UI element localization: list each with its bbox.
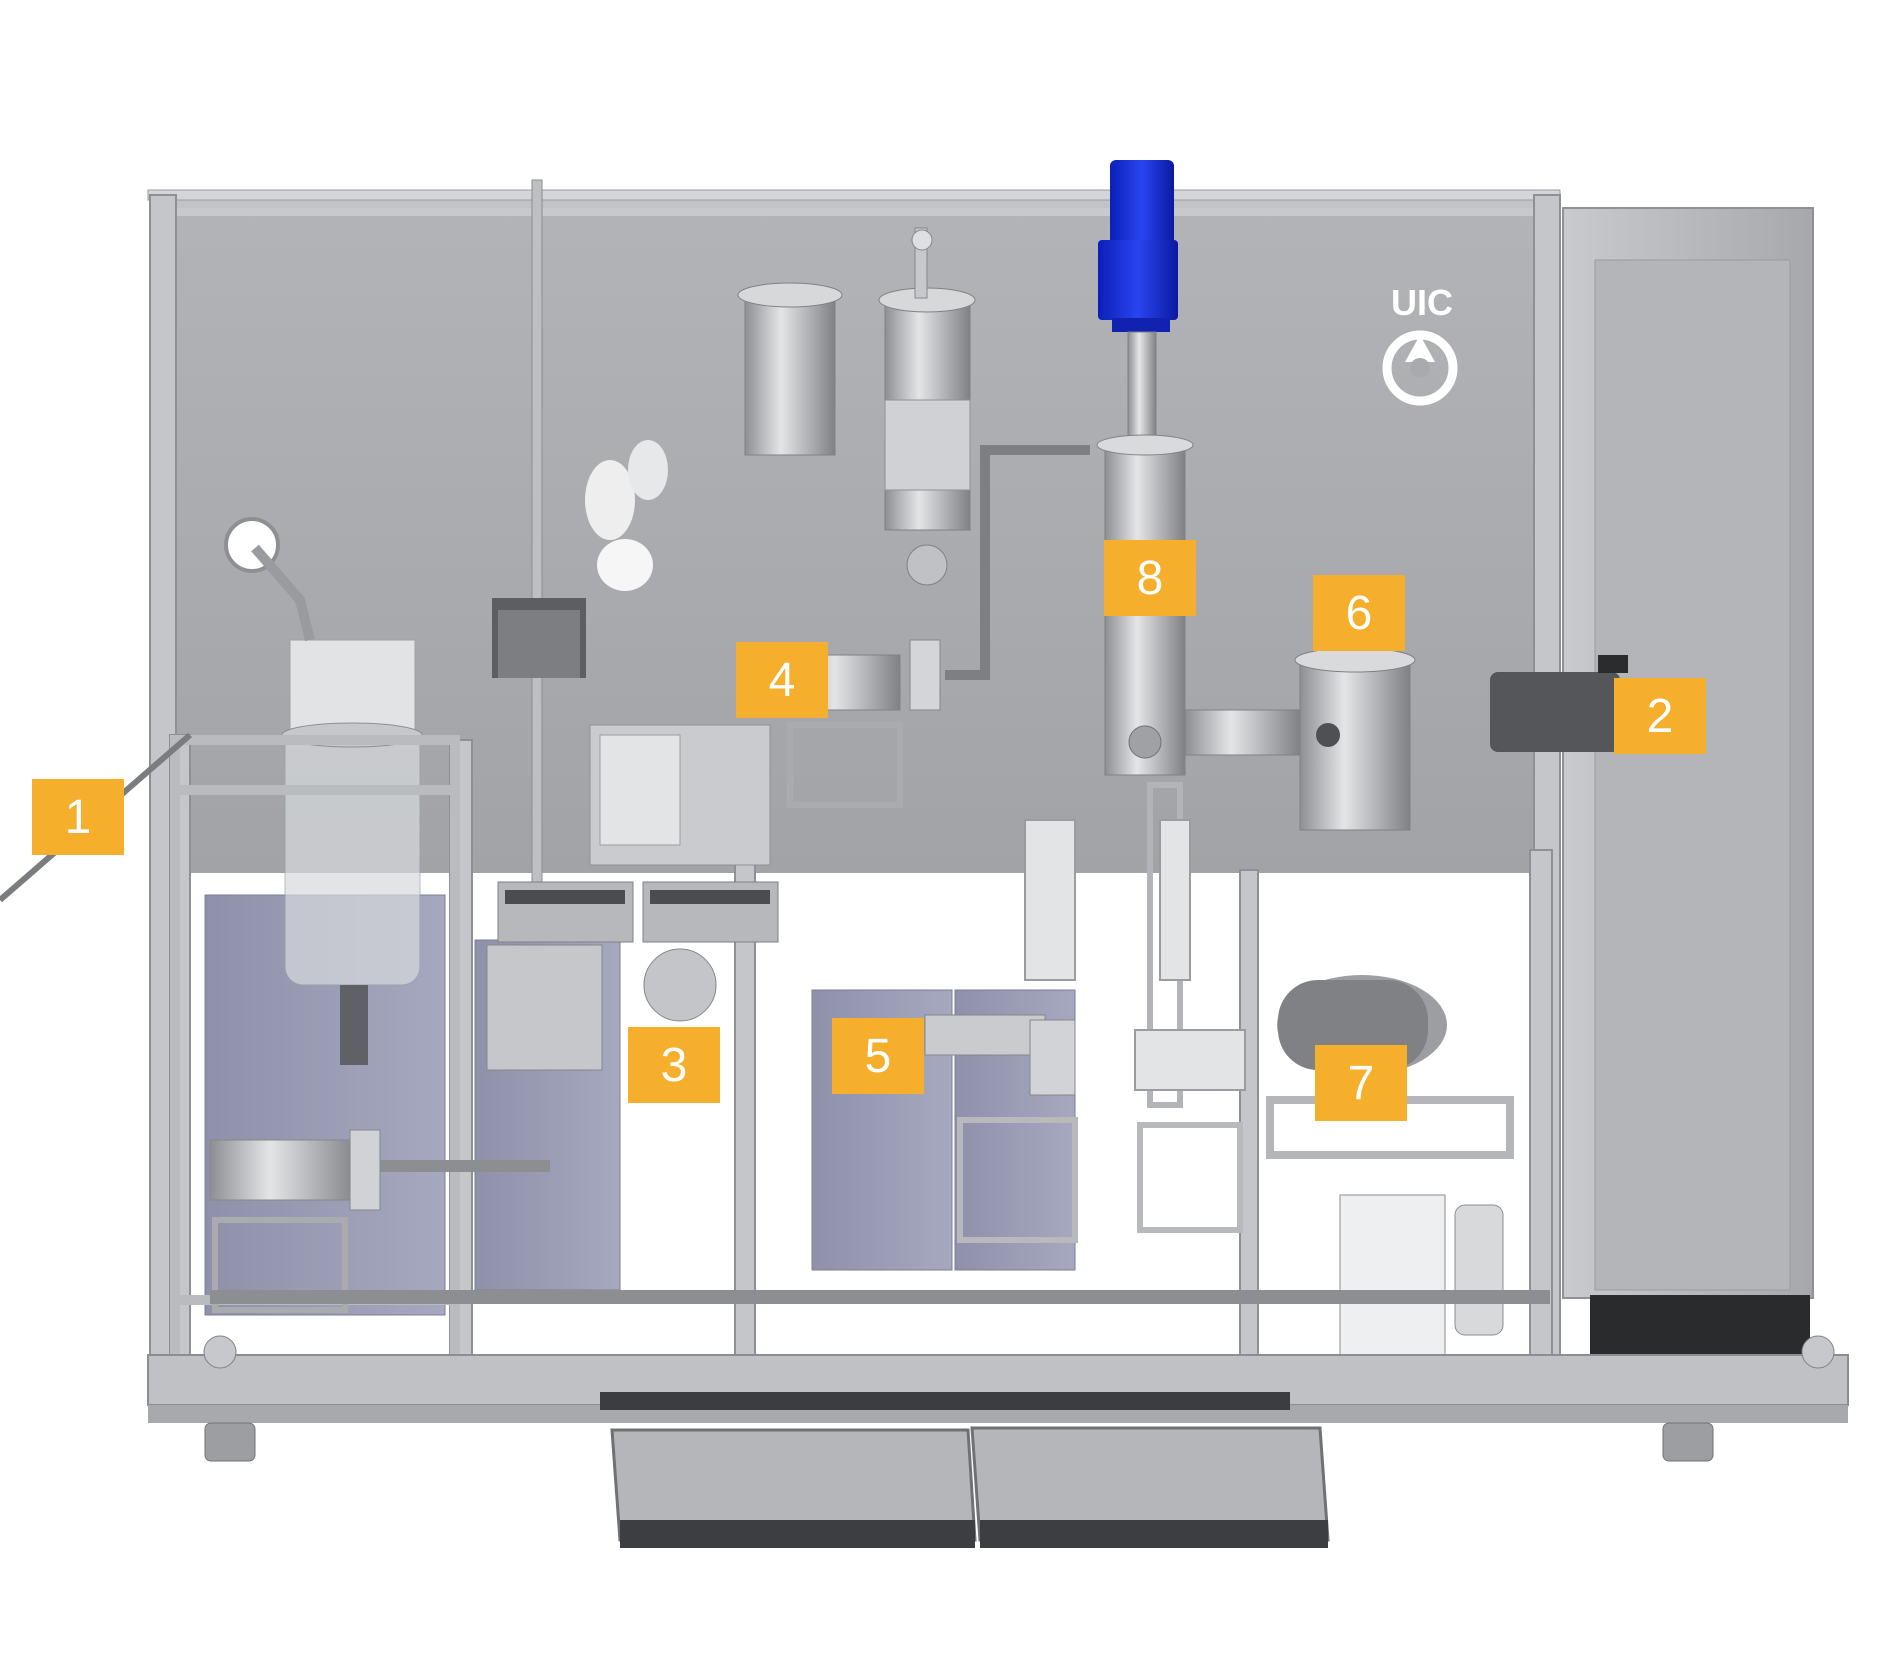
feed-pump-unit (209, 1129, 550, 1313)
base-frame (147, 1290, 1849, 1423)
blue-motor (1098, 160, 1178, 332)
callout-4: 4 (736, 642, 828, 718)
heat-exchanger-column (492, 179, 771, 921)
main-evaporator (1096, 331, 1194, 1108)
bottom-cages (957, 1117, 1243, 1243)
glass-columns (1024, 819, 1246, 1091)
callout-6: 6 (1313, 575, 1405, 651)
upper-vessels (737, 227, 976, 586)
controllers (486, 881, 779, 1071)
glass-cold-trap (585, 440, 668, 591)
brand-logo-text: UIC (1391, 282, 1453, 323)
drip-trays (610, 1426, 1330, 1548)
callout-1: 1 (32, 779, 124, 855)
vessel-6 (1184, 647, 1416, 831)
callout-8: 8 (1104, 540, 1196, 616)
feet (204, 1422, 1714, 1462)
vapor-pipe (945, 445, 1090, 680)
callout-5: 5 (832, 1018, 924, 1094)
callout-3: 3 (628, 1027, 720, 1103)
uic-logo-icon (1382, 330, 1458, 406)
callout-2: 2 (1614, 678, 1706, 754)
callout-7: 7 (1315, 1045, 1407, 1121)
